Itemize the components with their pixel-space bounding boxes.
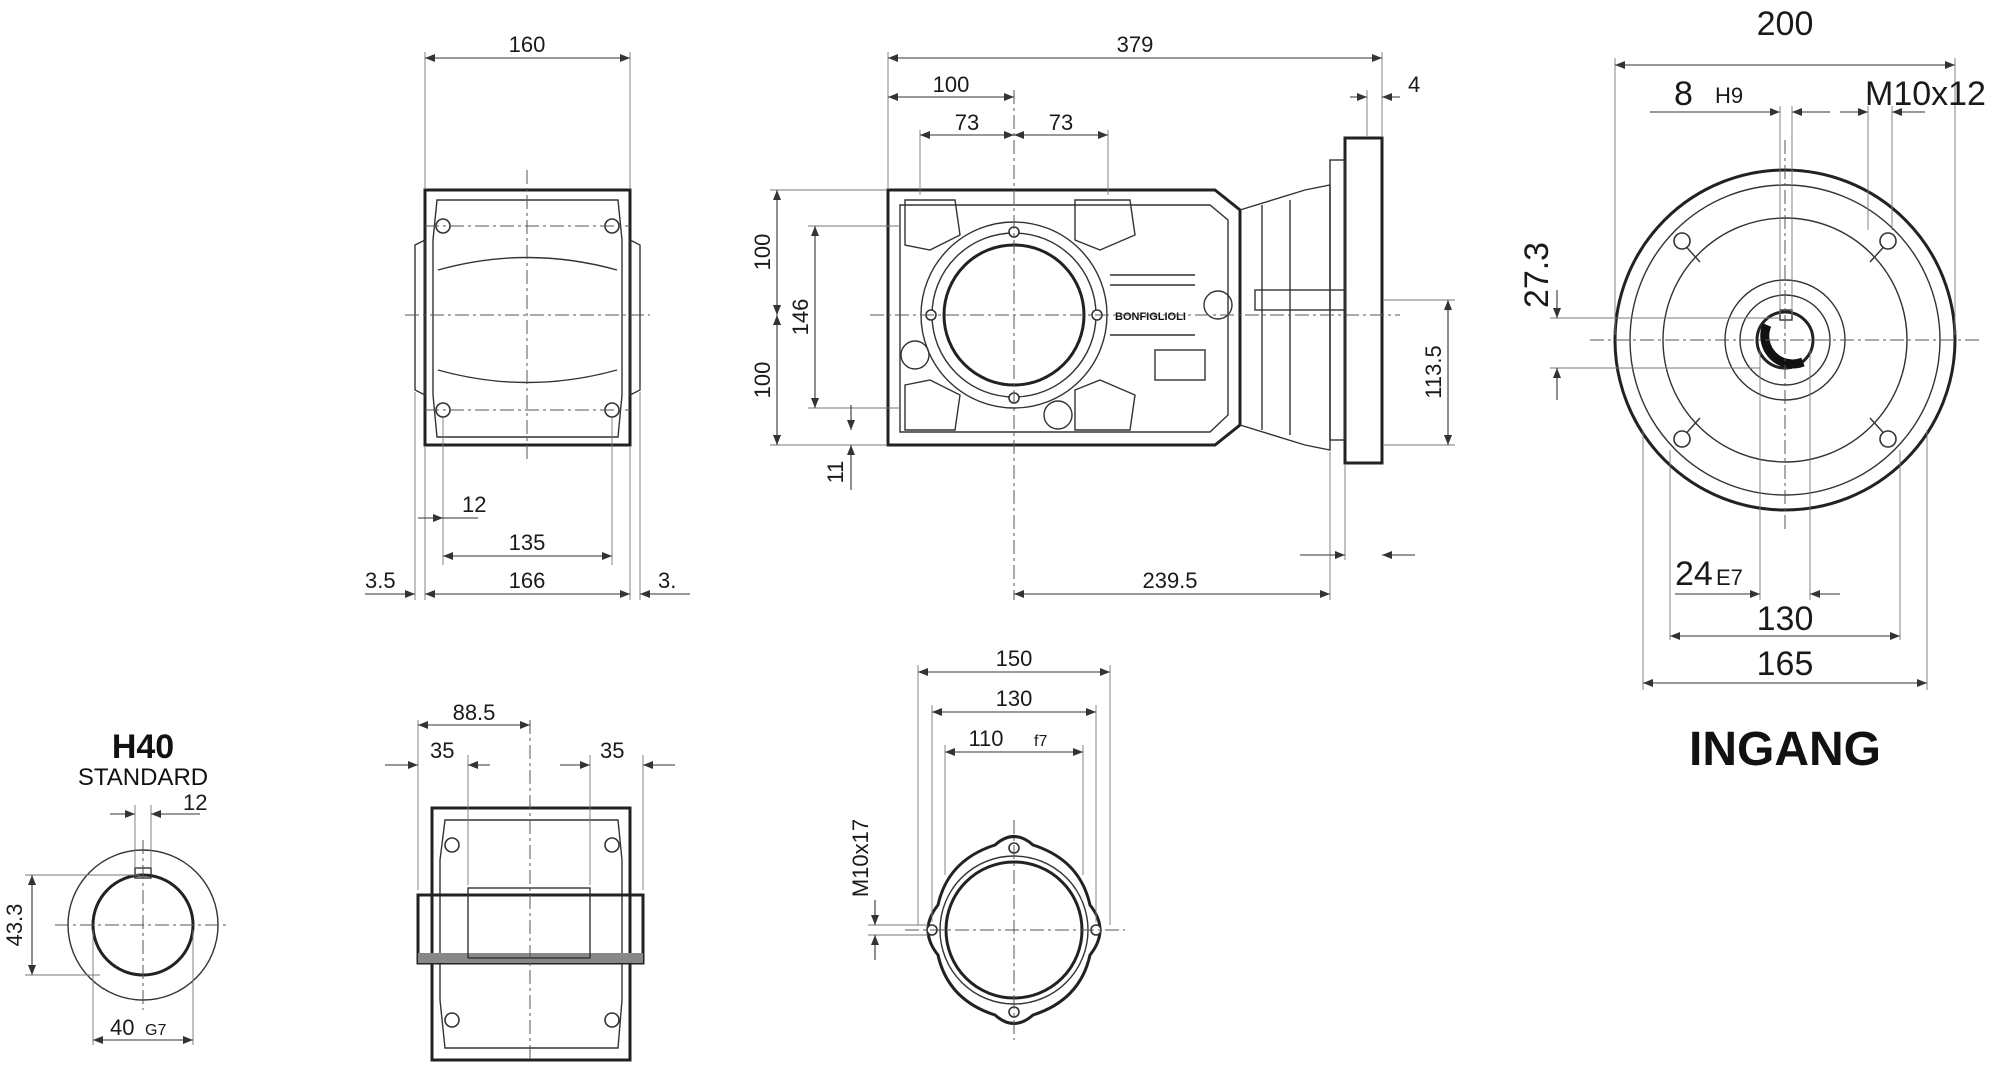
dim-166: 166: [509, 568, 546, 593]
dim-m10x17: M10x17: [848, 819, 873, 897]
shaft-section: H40 STANDARD 12 43.3 40 G7: [2, 728, 230, 1045]
dim-130-out: 130: [996, 686, 1033, 711]
dim-24: 24: [1675, 555, 1713, 593]
shaft-dim-43-3: 43.3: [2, 904, 27, 947]
bolt-hole: [604, 837, 620, 853]
input-title: INGANG: [1689, 723, 1881, 776]
dim-m10x12: M10x12: [1865, 75, 1986, 113]
side-view-dimensions: 160 12 135 166 3.5 3.: [365, 32, 690, 600]
dim-73-left: 73: [955, 110, 979, 135]
dim-4: 4: [1408, 72, 1420, 97]
dim-100-top: 100: [933, 72, 970, 97]
shaft-dim-40: 40: [110, 1015, 134, 1040]
bolt-hole: [1673, 430, 1691, 448]
bolt-hole: [1879, 430, 1897, 448]
bolt-hole: [444, 837, 460, 853]
dim-35-right: 35: [600, 738, 624, 763]
dim-88-5: 88.5: [453, 700, 496, 725]
dim-35-left: 35: [430, 738, 454, 763]
bolt-hole: [1673, 232, 1691, 250]
bolt-hole: [604, 1012, 620, 1028]
brand-logo: BONFIGLIOLI: [1115, 311, 1186, 323]
shaft-title: H40: [112, 728, 174, 766]
dim-3-5-left: 3.5: [365, 568, 396, 593]
dim-v-113-5: 113.5: [1421, 345, 1446, 398]
bolt-hole: [1879, 232, 1897, 250]
dim-130: 130: [1757, 600, 1814, 638]
front-view-housing: BONFIGLIOLI: [870, 90, 1400, 600]
shaft-subtitle: STANDARD: [78, 764, 208, 791]
dim-v-27-3: 27.3: [1518, 242, 1556, 308]
input-flange-view: [1590, 140, 1980, 530]
dim-12: 12: [462, 492, 486, 517]
bolt-hole: [444, 1012, 460, 1028]
dim-v-100-upper: 100: [750, 234, 775, 271]
front-view-dimensions: 379 100 73 73 4 100 100 146 11 113.5: [750, 32, 1455, 600]
dim-v-100-lower: 100: [750, 362, 775, 399]
shaft-dim-40-tol: G7: [145, 1022, 166, 1039]
dim-150: 150: [996, 646, 1033, 671]
dim-379: 379: [1117, 32, 1154, 57]
dim-110: 110: [968, 726, 1003, 751]
dim-v-146: 146: [788, 299, 813, 336]
side-view-housing: [405, 170, 650, 460]
dim-73-right: 73: [1049, 110, 1073, 135]
dim-200: 200: [1757, 5, 1814, 43]
output-flange-view: 150 130 110 f7 M10x17: [848, 646, 1125, 1040]
dim-239-5: 239.5: [1142, 568, 1197, 593]
dim-24-tol: E7: [1716, 565, 1743, 590]
dim-160: 160: [509, 32, 546, 57]
dim-v-11: 11: [823, 461, 848, 484]
input-flange-dimensions: 200 8 H9 M10x12 27.3 24 E7 130 165 INGA: [1518, 5, 1986, 776]
shaft-dim-12: 12: [183, 790, 207, 815]
dim-8-tol: H9: [1715, 83, 1743, 108]
dim-8: 8: [1674, 75, 1693, 113]
bottom-side-view: 88.5 35 35: [385, 700, 675, 1062]
dim-135: 135: [509, 530, 546, 555]
dim-3-5-right: 3.: [658, 568, 676, 593]
dim-110-tol: f7: [1034, 733, 1047, 750]
dim-165: 165: [1757, 645, 1814, 683]
